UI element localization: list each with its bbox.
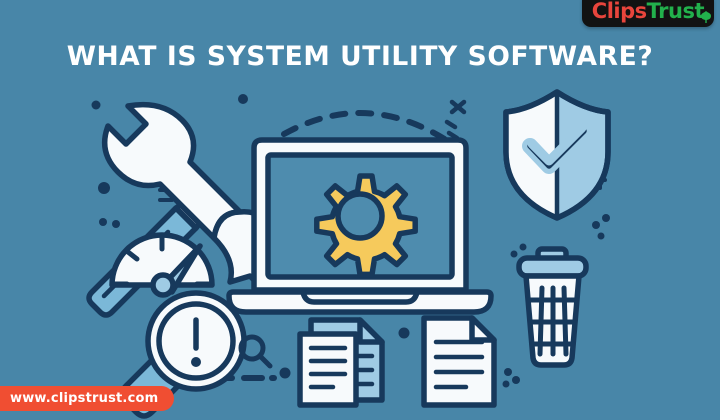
dot-icon — [91, 94, 610, 388]
brand-name-part-one: Clips — [591, 0, 647, 23]
brand-logo-badge[interactable]: ClipsTrust — [581, 0, 714, 27]
page-title: WHAT IS SYSTEM UTILITY SOFTWARE? — [66, 41, 654, 72]
speedometer-icon — [109, 232, 215, 298]
documents-stack-icon — [297, 317, 385, 408]
brand-name-part-two: Trust — [646, 0, 705, 23]
trash-bin-icon — [516, 246, 589, 368]
dashed-arc-icon — [259, 110, 461, 151]
brand-logo-text: ClipsTrust — [591, 0, 711, 23]
document-icon — [421, 315, 497, 408]
website-url-badge[interactable]: www.clipstrust.com — [0, 386, 175, 411]
small-search-icon — [238, 334, 273, 369]
shield-check-icon — [503, 89, 611, 221]
laptop-gear-icon — [226, 137, 494, 315]
